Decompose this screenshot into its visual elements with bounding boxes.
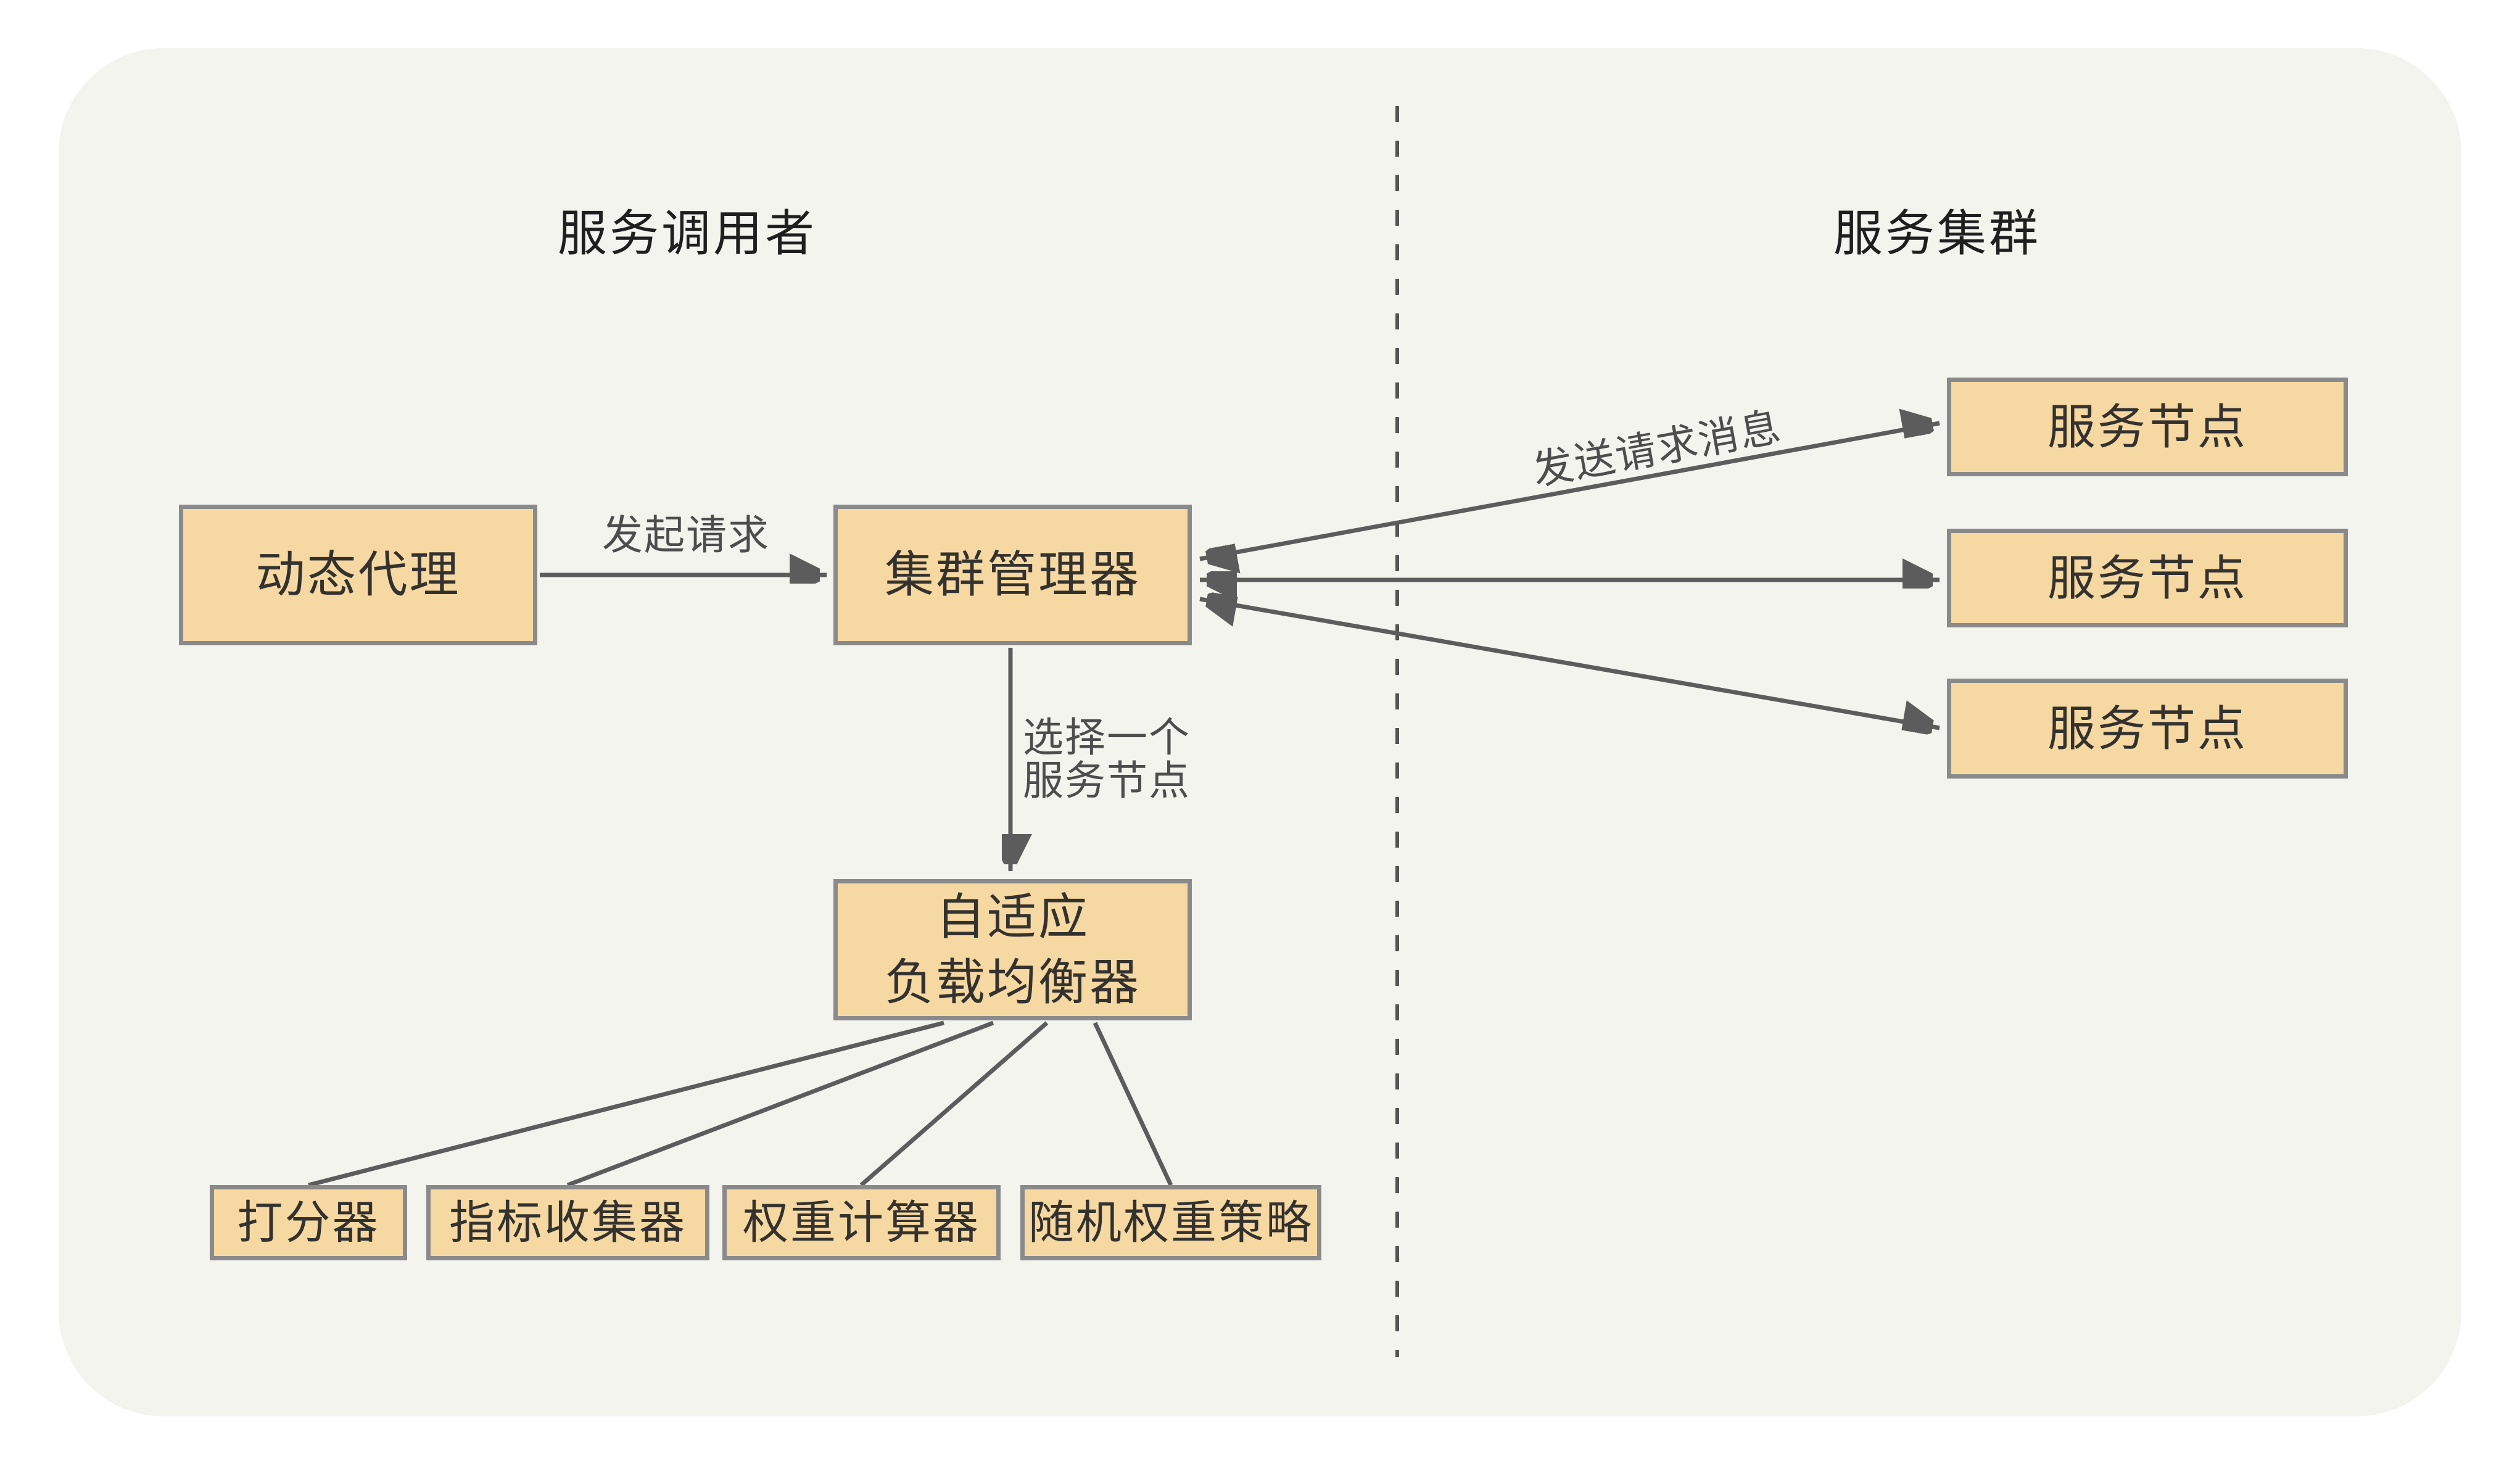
- node-adaptive-load-balancer: 自适应 负载均衡器: [833, 879, 1192, 1020]
- node-adaptive-load-balancer-label-line1: 自适应: [936, 889, 1089, 944]
- edge-adaptive-scorer: [308, 1020, 944, 1188]
- node-cluster-manager: 集群管理器: [833, 505, 1192, 645]
- node-scorer-label: 打分器: [237, 1197, 380, 1249]
- edge-adaptive-weight: [859, 1021, 1049, 1187]
- edge-label-select-node-line2: 服务节点: [1023, 758, 1191, 803]
- node-service-node-3-label: 服务节点: [2047, 701, 2247, 756]
- node-metrics-collector-label: 指标收集器: [449, 1197, 687, 1249]
- edge-label-select-node-line1: 选择一个: [1023, 714, 1191, 760]
- node-service-node-2: 服务节点: [1947, 529, 2348, 627]
- node-scorer: 打分器: [210, 1185, 407, 1260]
- node-metrics-collector: 指标收集器: [426, 1185, 709, 1260]
- edge-adaptive-random: [1093, 1022, 1173, 1186]
- node-service-node-3: 服务节点: [1947, 679, 2348, 779]
- right-section-title: 服务集群: [1833, 206, 2041, 261]
- edge-manager-node3: [1199, 599, 1940, 728]
- node-cluster-manager-label: 集群管理器: [885, 547, 1141, 603]
- edge-manager-node1: [1199, 423, 1940, 559]
- node-dynamic-proxy: 动态代理: [179, 505, 537, 645]
- node-service-node-1-label: 服务节点: [2047, 399, 2247, 454]
- edge-label-initiate-request: 发起请求: [602, 512, 770, 558]
- node-random-weight-strategy-label: 随机权重策略: [1028, 1197, 1313, 1249]
- node-dynamic-proxy-label: 动态代理: [255, 547, 461, 603]
- left-section-title: 服务调用者: [558, 206, 817, 261]
- edge-adaptive-metrics: [566, 1020, 994, 1188]
- node-service-node-2-label: 服务节点: [2047, 550, 2247, 605]
- node-weight-calculator-label: 权重计算器: [743, 1197, 980, 1249]
- edge-label-select-node: 选择一个 服务节点: [1023, 716, 1191, 802]
- node-random-weight-strategy: 随机权重策略: [1020, 1185, 1321, 1260]
- node-service-node-1: 服务节点: [1947, 378, 2348, 476]
- node-weight-calculator: 权重计算器: [722, 1185, 1001, 1260]
- node-adaptive-load-balancer-label-line2: 负载均衡器: [885, 954, 1141, 1010]
